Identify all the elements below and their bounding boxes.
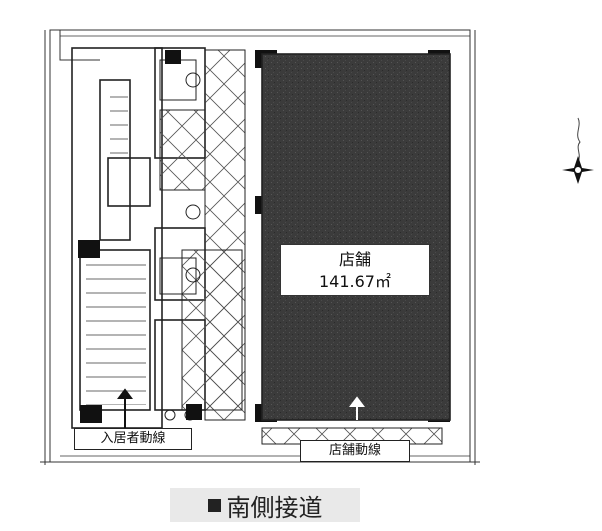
store-label: 店舗 141.67㎡ — [280, 244, 430, 296]
square-bullet-icon — [207, 498, 221, 512]
corridor-hatch-3 — [181, 249, 243, 411]
south-road-caption: 南側接道 — [170, 488, 360, 522]
store-area-value: 141.67㎡ — [319, 272, 391, 291]
resident-route-label: 入居者動線 — [74, 428, 192, 450]
resident-route-arrow — [117, 388, 133, 428]
corridor-hatch-2 — [159, 109, 206, 191]
stairs-upper — [110, 88, 128, 158]
store-route-arrow — [349, 396, 365, 420]
store-area — [261, 53, 451, 421]
store-route-label: 店舗動線 — [300, 440, 410, 462]
compass-north-icon — [562, 117, 594, 184]
stairs-area — [86, 255, 146, 405]
site-frame — [40, 29, 480, 465]
store-name: 店舗 — [338, 250, 371, 269]
south-road-text: 南側接道 — [226, 493, 323, 522]
